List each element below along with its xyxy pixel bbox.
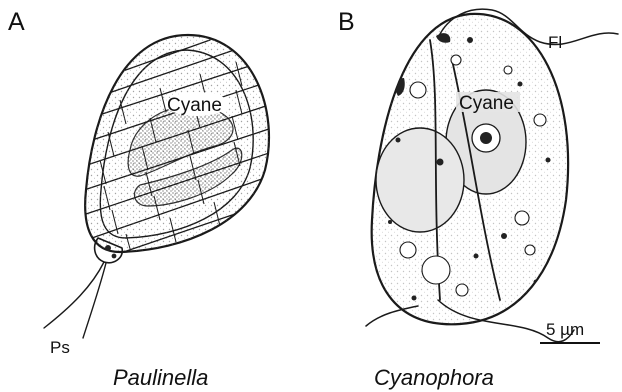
panel-b: B	[338, 8, 618, 390]
label-cyanelle-a: Cyane	[167, 95, 222, 116]
panel-a-letter: A	[8, 8, 25, 36]
caption-paulinella: Paulinella	[113, 365, 208, 390]
paulinella-cell	[80, 30, 290, 263]
cyanophora-cell	[370, 10, 570, 330]
panel-b-letter: B	[338, 8, 355, 36]
label-pseudopodia: Ps	[50, 338, 70, 357]
pseudopodia	[44, 262, 106, 338]
label-cyanelle-b: Cyane	[459, 93, 514, 114]
label-flagellum: Fl	[548, 33, 562, 52]
caption-cyanophora: Cyanophora	[374, 365, 494, 390]
cyanelle-lower	[376, 128, 464, 232]
panel-a: A	[8, 8, 290, 390]
scale-bar: 5 µm	[540, 320, 600, 343]
scale-bar-label: 5 µm	[546, 320, 584, 339]
